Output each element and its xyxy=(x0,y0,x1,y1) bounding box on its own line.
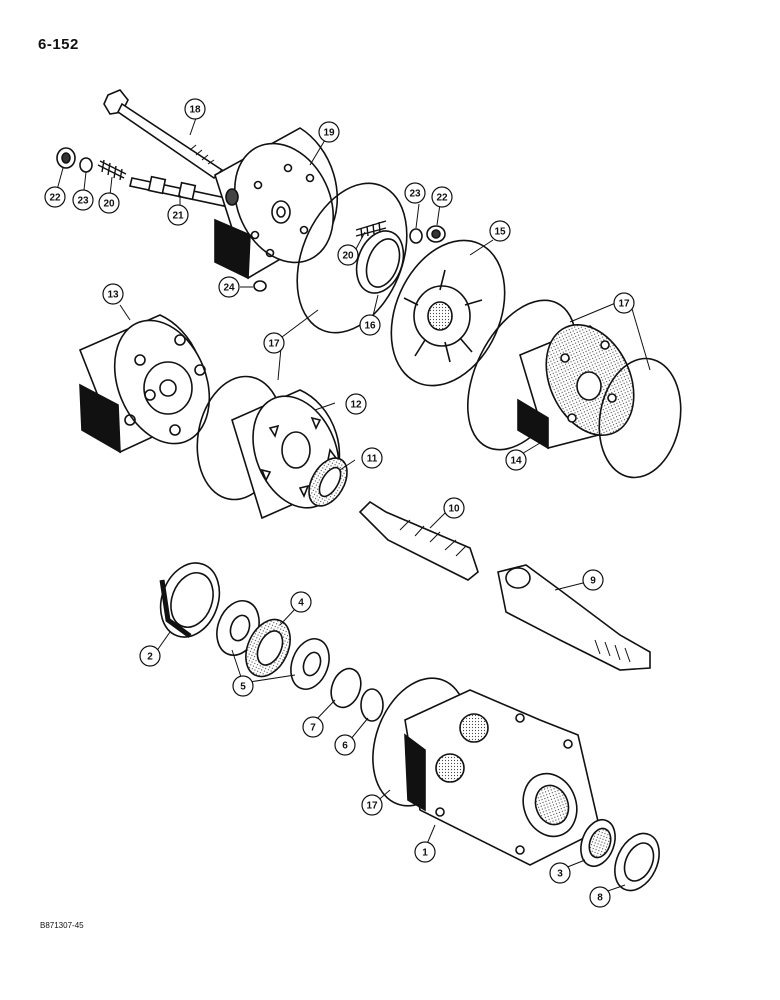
svg-text:11: 11 xyxy=(367,454,378,465)
callout-19: 19 xyxy=(318,121,340,143)
part-washer-5b xyxy=(290,638,330,690)
part-seal-8 xyxy=(614,832,660,892)
page-number: 6-152 xyxy=(38,36,79,53)
svg-text:17: 17 xyxy=(268,339,280,350)
part-plug-right xyxy=(426,225,446,243)
callout-18: 18 xyxy=(184,98,206,120)
part-oring-17c xyxy=(598,357,682,479)
svg-text:7: 7 xyxy=(310,723,316,734)
part-bearing-11 xyxy=(308,457,348,507)
svg-text:2: 2 xyxy=(147,652,153,663)
callout-17c: 17 xyxy=(361,794,383,816)
svg-text:20: 20 xyxy=(103,199,115,210)
part-drive-link xyxy=(358,500,479,581)
part-bolt xyxy=(103,89,224,180)
callout-17a: 17 xyxy=(263,332,285,354)
svg-text:17: 17 xyxy=(366,801,378,812)
part-bearing-4 xyxy=(245,618,291,678)
part-seal-2 xyxy=(159,562,221,639)
callout-8: 8 xyxy=(589,886,611,908)
svg-text:14: 14 xyxy=(510,456,522,467)
part-oring-17a xyxy=(296,182,408,334)
part-plate-12 xyxy=(231,389,341,520)
callout-13: 13 xyxy=(102,283,124,305)
part-main-housing xyxy=(404,689,601,866)
part-end-cap xyxy=(214,127,339,280)
callout-4: 4 xyxy=(290,591,312,613)
svg-text:8: 8 xyxy=(597,893,603,904)
part-oring-6 xyxy=(360,688,384,722)
svg-text:10: 10 xyxy=(448,504,460,515)
callout-23b: 23 xyxy=(404,182,426,204)
callout-7: 7 xyxy=(302,716,324,738)
svg-text:4: 4 xyxy=(298,598,304,609)
svg-text:22: 22 xyxy=(49,193,61,204)
svg-text:1: 1 xyxy=(422,848,428,859)
callout-20: 20 xyxy=(98,192,120,214)
svg-text:23: 23 xyxy=(77,196,89,207)
part-plate-15 xyxy=(390,239,506,387)
part-spring-left xyxy=(97,159,127,181)
part-housing-13 xyxy=(78,314,211,454)
part-plug-left xyxy=(56,147,76,169)
svg-text:13: 13 xyxy=(107,290,119,301)
callout-3: 3 xyxy=(549,862,571,884)
callout-2: 2 xyxy=(139,645,161,667)
callout-9: 9 xyxy=(582,569,604,591)
svg-text:18: 18 xyxy=(189,105,201,116)
callout-16: 16 xyxy=(359,314,381,336)
svg-text:9: 9 xyxy=(590,576,596,587)
callout-15: 15 xyxy=(489,220,511,242)
callout-5: 5 xyxy=(232,675,254,697)
callout-22b: 22 xyxy=(431,186,453,208)
callout-14: 14 xyxy=(505,449,527,471)
svg-text:20: 20 xyxy=(342,251,354,262)
svg-text:16: 16 xyxy=(364,321,376,332)
figure-id: B871307-45 xyxy=(40,921,84,930)
callout-11: 11 xyxy=(361,447,383,469)
callout-23: 23 xyxy=(72,189,94,211)
part-oring-right xyxy=(409,228,423,244)
svg-text:6: 6 xyxy=(342,741,348,752)
callout-17b: 17 xyxy=(613,292,635,314)
callout-12: 12 xyxy=(345,393,367,415)
callout-24: 24 xyxy=(218,276,240,298)
svg-text:12: 12 xyxy=(350,400,362,411)
part-valve-spool xyxy=(129,175,227,207)
part-oring-left xyxy=(79,157,93,173)
callout-20b: 20 xyxy=(337,244,359,266)
callout-22: 22 xyxy=(44,186,66,208)
part-rotor-14 xyxy=(517,323,635,450)
svg-text:22: 22 xyxy=(436,193,448,204)
svg-text:19: 19 xyxy=(323,128,335,139)
svg-text:23: 23 xyxy=(409,189,421,200)
part-bearing-3 xyxy=(580,818,616,868)
part-output-shaft xyxy=(497,564,651,671)
callout-21: 21 xyxy=(167,204,189,226)
callout-6: 6 xyxy=(334,734,356,756)
part-seal-7 xyxy=(330,667,362,709)
svg-text:17: 17 xyxy=(618,299,630,310)
svg-text:21: 21 xyxy=(172,211,184,222)
callout-1: 1 xyxy=(414,841,436,863)
svg-text:5: 5 xyxy=(240,682,246,693)
part-plug-24 xyxy=(253,280,267,292)
svg-text:15: 15 xyxy=(494,227,506,238)
part-spring-mid xyxy=(355,220,387,239)
callout-10: 10 xyxy=(443,497,465,519)
svg-text:24: 24 xyxy=(223,283,235,294)
svg-text:3: 3 xyxy=(557,869,563,880)
